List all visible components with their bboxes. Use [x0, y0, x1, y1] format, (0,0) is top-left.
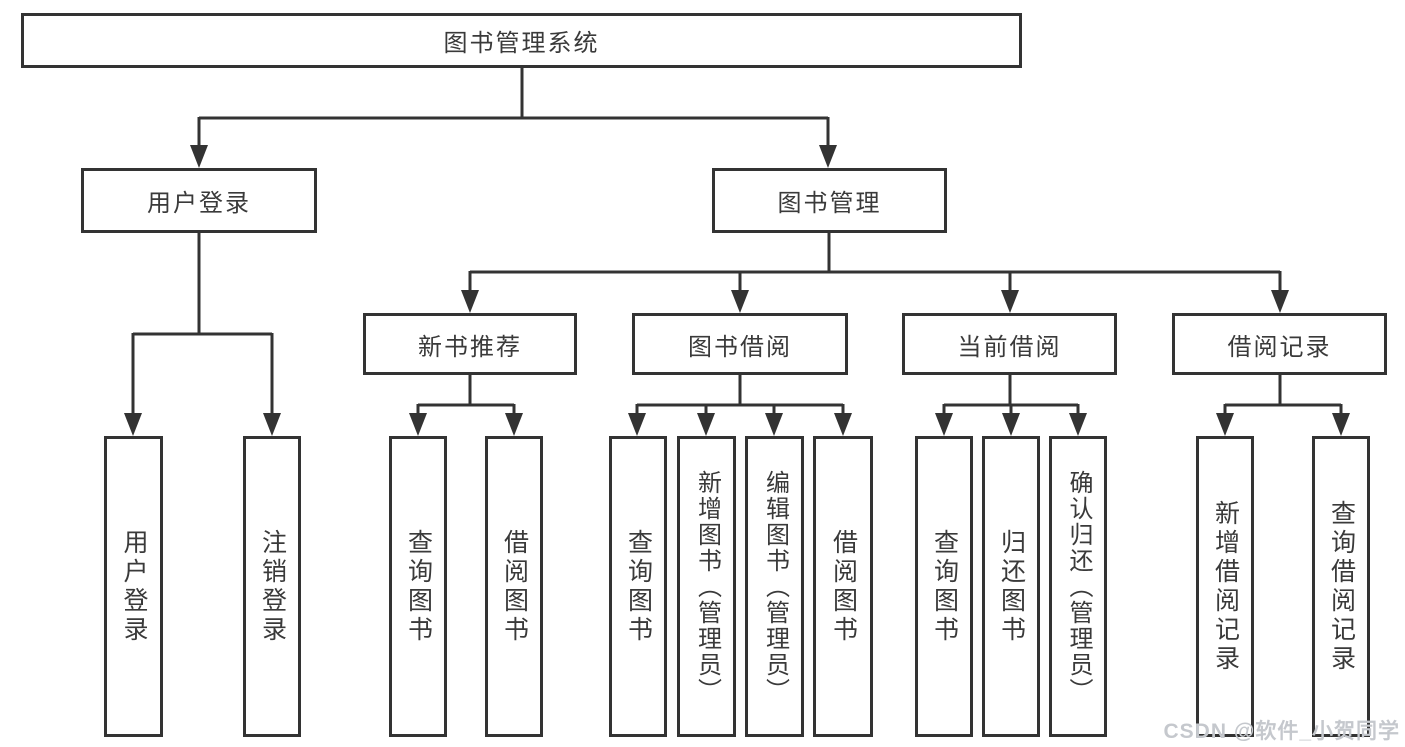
node-book-management: 图书管理: [712, 168, 947, 233]
leaf-borrow-books-borrowing: 借阅图书: [813, 436, 873, 737]
leaf-query-books-borrowing: 查询图书: [609, 436, 667, 737]
leaf-label: 借阅图书: [829, 528, 858, 645]
node-library-system: 图书管理系统: [21, 13, 1022, 68]
leaf-label: 确认归还（管理员）: [1065, 469, 1092, 704]
leaf-label: 用户登录: [120, 528, 148, 645]
leaf-edit-book-admin: 编辑图书（管理员）: [745, 436, 804, 737]
node-user-login: 用户登录: [81, 168, 317, 233]
leaf-label: 查询图书: [930, 528, 959, 645]
leaf-label: 新增图书（管理员）: [693, 469, 721, 704]
leaf-add-book-admin: 新增图书（管理员）: [677, 436, 736, 737]
csdn-watermark: CSDN @软件_小贺同学: [1163, 720, 1400, 743]
leaf-return-book: 归还图书: [982, 436, 1040, 737]
leaf-confirm-return-admin: 确认归还（管理员）: [1049, 436, 1107, 737]
leaf-query-borrow-record: 查询借阅记录: [1312, 436, 1370, 737]
leaf-query-books-recommend: 查询图书: [389, 436, 447, 737]
node-book-borrowing: 图书借阅: [632, 313, 848, 375]
leaf-query-books-current: 查询图书: [915, 436, 973, 737]
leaf-label: 查询借阅记录: [1327, 499, 1356, 674]
leaf-label: 新增借阅记录: [1211, 499, 1240, 674]
leaf-add-borrow-record: 新增借阅记录: [1196, 436, 1254, 737]
leaf-label: 查询图书: [404, 528, 433, 645]
leaf-label: 归还图书: [997, 528, 1026, 645]
leaf-user-login: 用户登录: [104, 436, 163, 737]
leaf-label: 查询图书: [624, 528, 653, 645]
leaf-label: 编辑图书（管理员）: [761, 469, 789, 704]
node-new-book-recommend: 新书推荐: [363, 313, 577, 375]
leaf-logout: 注销登录: [243, 436, 301, 737]
leaf-borrow-books-recommend: 借阅图书: [485, 436, 543, 737]
leaf-label: 借阅图书: [500, 528, 529, 645]
node-borrow-records: 借阅记录: [1172, 313, 1387, 375]
node-current-borrowing: 当前借阅: [902, 313, 1117, 375]
leaf-label: 注销登录: [258, 528, 287, 645]
